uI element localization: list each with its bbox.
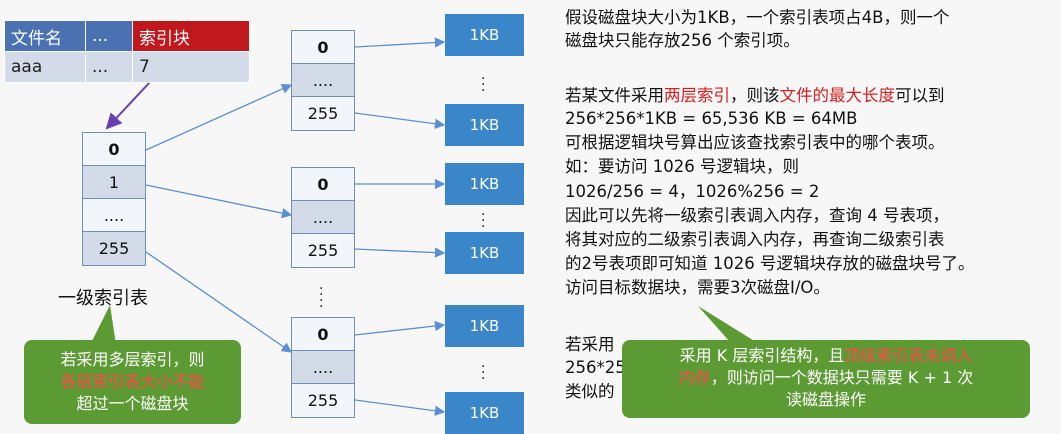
index-entry: .... bbox=[292, 64, 354, 97]
left-callout-note: 若采用多层索引，则 各层索引表大小不能 超过一个磁盘块 bbox=[24, 340, 241, 424]
text-line-partial: 类似的 bbox=[565, 382, 615, 401]
file-directory-table: 文件名 ... 索引块 aaa ... 7 bbox=[4, 20, 250, 83]
text-line-partial: 256*25 bbox=[565, 358, 626, 377]
note-text: ，则访问一个数据块只需要 K + 1 次 bbox=[710, 368, 974, 387]
right-callout-note: 采用 K 层索引结构，且顶级索引表未调入 内存，则访问一个数据块只需要 K + … bbox=[622, 340, 1030, 418]
second-level-index-table: 0 .... 255 bbox=[291, 30, 355, 131]
text-span: 若某文件采用 bbox=[565, 86, 664, 105]
index-entry: .... bbox=[292, 201, 354, 234]
text-line-highlight: 访问目标数据块，需要3次磁盘I/O。 bbox=[565, 278, 830, 297]
first-level-index-table: 0 1 .... 255 bbox=[82, 132, 146, 266]
cell-filename: aaa bbox=[4, 51, 86, 83]
vertical-ellipsis: ··· bbox=[481, 71, 486, 99]
highlight-max-file-length: 文件的最大长度 bbox=[779, 86, 896, 105]
text-line: 如：要访问 1026 号逻辑块，则 bbox=[565, 157, 799, 176]
data-block: 1KB bbox=[445, 232, 524, 274]
index-entry: 1 bbox=[83, 166, 145, 199]
text-line: 256*256*1KB = 65,536 KB = 64MB bbox=[565, 109, 858, 128]
index-entry: 0 bbox=[292, 31, 354, 64]
text-line: 假设磁盘块大小为1KB，一个索引表项占4B，则一个 bbox=[565, 8, 950, 27]
text-line: 若某文件采用两层索引，则该文件的最大长度可以到 bbox=[565, 84, 945, 107]
text-span: ，则该 bbox=[730, 86, 780, 105]
index-entry: 255 bbox=[292, 234, 354, 267]
callout-pointer bbox=[698, 306, 756, 342]
cell-ellipsis: ... bbox=[85, 51, 133, 83]
text-line: 1026/256 = 4，1026%256 = 2 bbox=[565, 182, 820, 201]
index-entry: .... bbox=[83, 199, 145, 232]
note-line: 内存，则访问一个数据块只需要 K + 1 次 bbox=[630, 367, 1022, 389]
note-line-highlight: 各层索引表大小不能 bbox=[60, 372, 205, 391]
text-line: 将其对应的二级索引表调入内存，再查询二级索引表 bbox=[565, 230, 945, 249]
text-line-partial: 若采用 bbox=[565, 335, 615, 354]
first-level-label: 一级索引表 bbox=[58, 288, 148, 309]
index-entry: 0 bbox=[292, 168, 354, 201]
note-line: 读磁盘操作 bbox=[785, 390, 866, 409]
vertical-ellipsis: ···· bbox=[319, 281, 324, 315]
index-entry: .... bbox=[292, 351, 354, 384]
text-span: 可以到 bbox=[895, 86, 945, 105]
data-block: 1KB bbox=[445, 305, 524, 347]
data-block: 1KB bbox=[445, 163, 524, 205]
data-block: 1KB bbox=[445, 104, 524, 146]
text-line: 的2号表项即可知道 1026 号逻辑块存放的磁盘块号了。 bbox=[565, 254, 975, 273]
index-entry: 255 bbox=[83, 232, 145, 265]
note-highlight: 顶级索引表未调入 bbox=[844, 346, 973, 365]
index-entry: 0 bbox=[83, 133, 145, 166]
index-entry: 255 bbox=[292, 384, 354, 417]
data-block: 1KB bbox=[445, 392, 524, 434]
note-text: 采用 K 层索引结构，且 bbox=[679, 346, 845, 365]
vertical-ellipsis: ··· bbox=[481, 207, 486, 235]
text-line: 磁盘块只能存放256 个索引项。 bbox=[565, 31, 800, 50]
header-ellipsis: ... bbox=[85, 20, 133, 52]
highlight-two-level-index: 两层索引 bbox=[664, 86, 730, 105]
header-index-block: 索引块 bbox=[132, 20, 250, 52]
note-line: 超过一个磁盘块 bbox=[76, 394, 189, 413]
index-entry: 255 bbox=[292, 97, 354, 130]
cell-index-block: 7 bbox=[132, 51, 250, 83]
note-line: 采用 K 层索引结构，且顶级索引表未调入 bbox=[630, 345, 1022, 367]
note-highlight: 内存 bbox=[678, 368, 711, 387]
index-entry: 0 bbox=[292, 318, 354, 351]
header-filename: 文件名 bbox=[4, 20, 86, 52]
data-block: 1KB bbox=[445, 14, 524, 56]
callout-pointer bbox=[90, 305, 116, 345]
second-level-index-table: 0 .... 255 bbox=[291, 317, 355, 418]
text-line: 可根据逻辑块号算出应该查找索引表中的哪个表项。 bbox=[565, 133, 945, 152]
note-line: 若采用多层索引，则 bbox=[60, 350, 205, 369]
second-level-index-table: 0 .... 255 bbox=[291, 167, 355, 268]
vertical-ellipsis: ··· bbox=[481, 359, 486, 387]
text-line: 因此可以先将一级索引表调入内存，查询 4 号表项， bbox=[565, 206, 949, 225]
